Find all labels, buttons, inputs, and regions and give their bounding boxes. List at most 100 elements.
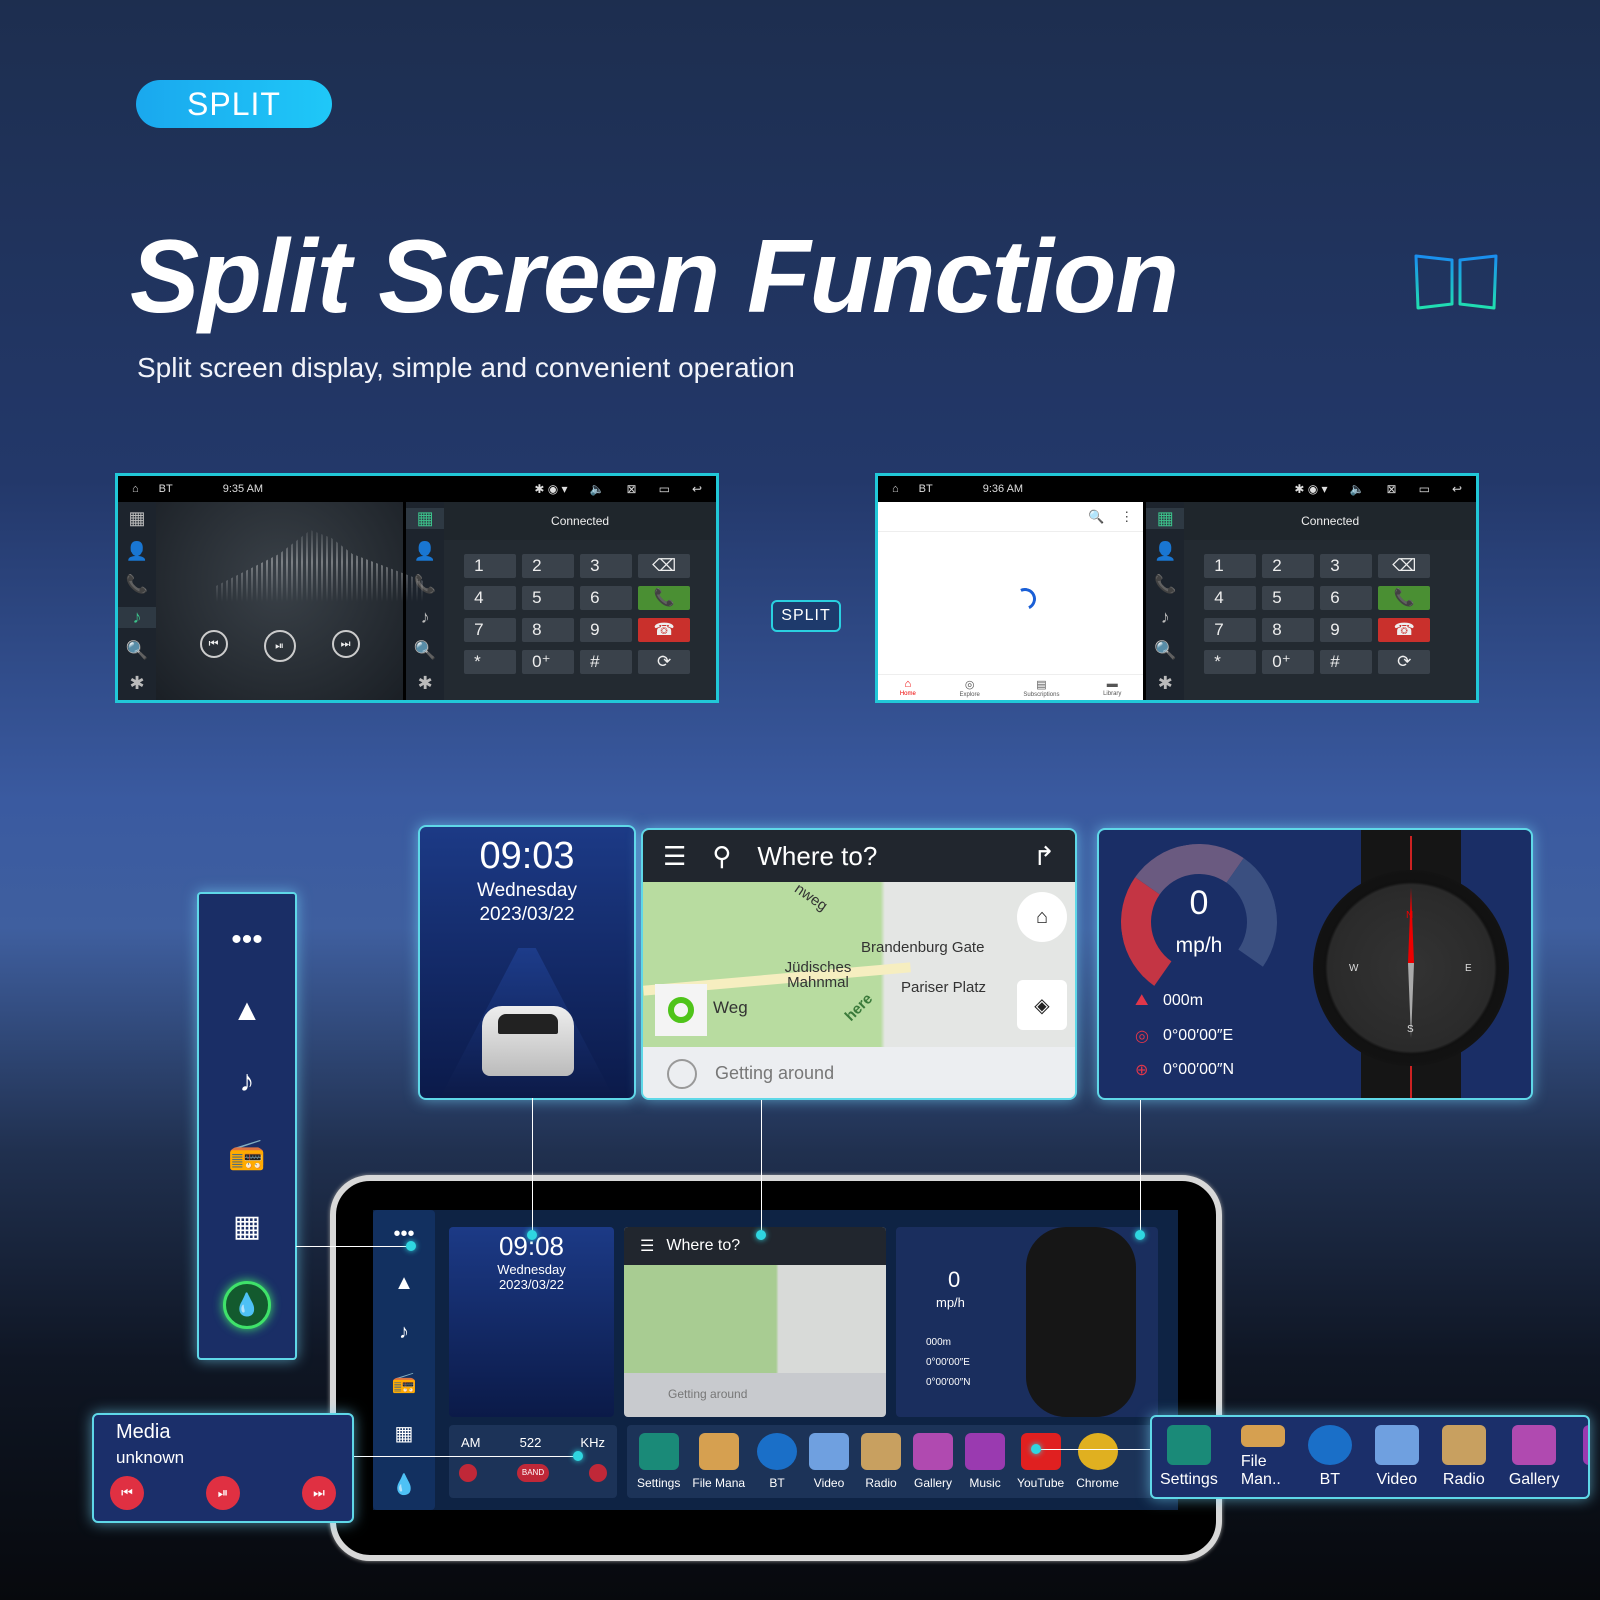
app-file-manager[interactable]: File Man.. <box>1240 1425 1285 1489</box>
key-3[interactable]: 3 <box>1320 554 1373 578</box>
more-icon[interactable]: ••• <box>393 1223 415 1245</box>
close-app-icon[interactable]: ⊠ <box>626 482 637 496</box>
hangup-button[interactable]: ☎ <box>1378 618 1431 642</box>
backspace-button[interactable]: ⌫ <box>1378 554 1431 578</box>
close-app-icon[interactable]: ⊠ <box>1386 482 1397 496</box>
play-pause-button[interactable]: ⏯ <box>206 1476 240 1510</box>
app-bt[interactable]: BT <box>757 1433 798 1490</box>
app-music[interactable]: Mu <box>1582 1425 1588 1489</box>
back-icon[interactable]: ↩ <box>691 482 702 496</box>
getting-around-panel[interactable]: Getting around <box>643 1047 1075 1098</box>
music-icon[interactable]: ♪ <box>399 1321 409 1343</box>
key-star[interactable]: * <box>1204 650 1257 674</box>
key-9[interactable]: 9 <box>1320 618 1373 642</box>
call-log-icon[interactable]: 📞 <box>1154 574 1177 594</box>
volume-icon[interactable]: 🔈 <box>1349 482 1365 496</box>
key-8[interactable]: 8 <box>1262 618 1315 642</box>
hangup-button[interactable]: ☎ <box>638 618 691 642</box>
destination-search-input[interactable]: Where to? <box>666 1237 741 1254</box>
prev-track-button[interactable]: ⏮ <box>199 630 228 658</box>
destination-search-input[interactable]: Where to? <box>757 840 878 871</box>
app-gallery[interactable]: Gallery <box>1509 1425 1560 1489</box>
app-settings[interactable]: Settings <box>1160 1425 1218 1489</box>
tab-home[interactable]: ⌂Home <box>900 675 916 700</box>
media-widget[interactable]: Media unknown ⏮ ⏯ ⏭ <box>92 1413 354 1523</box>
mini-radio-widget[interactable]: AM 522 KHz BAND <box>449 1425 617 1498</box>
radio-next-button[interactable] <box>588 1464 607 1482</box>
map-view[interactable]: nweg Brandenburg Gate Jüdisches Mahnmal … <box>643 880 1075 1047</box>
tab-library[interactable]: ▬Library <box>1103 675 1121 700</box>
call-log-icon[interactable]: 📞 <box>125 574 149 594</box>
music-icon[interactable]: ♪ <box>118 607 156 628</box>
key-8[interactable]: 8 <box>522 618 575 642</box>
dialpad-icon[interactable]: ▦ <box>1146 508 1185 529</box>
key-4[interactable]: 4 <box>464 586 517 610</box>
bluetooth-icon[interactable]: ✱ <box>129 673 145 693</box>
key-5[interactable]: 5 <box>522 586 575 610</box>
call-log-icon[interactable]: 📞 <box>414 574 436 595</box>
layers-button[interactable]: ◈ <box>1017 980 1067 1030</box>
theme-drop-icon[interactable]: 💧 <box>391 1474 417 1496</box>
radio-icon[interactable]: 📻 <box>391 1372 417 1394</box>
prev-track-button[interactable]: ⏮ <box>110 1476 144 1510</box>
radio-prev-button[interactable] <box>459 1464 477 1482</box>
contacts-icon[interactable]: 👤 <box>125 541 149 561</box>
bluetooth-icon[interactable]: ✱ <box>417 673 433 693</box>
clock-widget[interactable]: 09:03 Wednesday 2023/03/22 <box>418 825 636 1100</box>
dialpad-icon[interactable]: ▦ <box>406 508 445 529</box>
app-youtube[interactable]: YouTube <box>1017 1433 1064 1490</box>
key-4[interactable]: 4 <box>1204 586 1257 610</box>
backspace-button[interactable]: ⌫ <box>638 554 691 578</box>
key-1[interactable]: 1 <box>1204 554 1257 578</box>
next-track-button[interactable]: ⏭ <box>331 630 360 658</box>
key-hash[interactable]: # <box>580 650 633 674</box>
theme-drop-icon[interactable]: 💧 <box>223 1281 271 1330</box>
switch-button[interactable]: ⟳ <box>638 650 691 674</box>
tab-subscriptions[interactable]: ▤Subscriptions <box>1023 675 1059 700</box>
app-file-manager[interactable]: File Mana <box>692 1433 745 1490</box>
key-7[interactable]: 7 <box>464 618 517 642</box>
music-icon[interactable]: ♪ <box>239 1065 255 1099</box>
apps-icon[interactable]: ▦ <box>232 1209 262 1243</box>
key-star[interactable]: * <box>464 650 517 674</box>
key-1[interactable]: 1 <box>464 554 517 578</box>
key-5[interactable]: 5 <box>1262 586 1315 610</box>
switch-button[interactable]: ⟳ <box>1378 650 1431 674</box>
contacts-icon[interactable]: 👤 <box>1154 541 1177 561</box>
recent-apps-icon[interactable]: ▭ <box>658 482 670 496</box>
app-music[interactable]: Music <box>965 1433 1006 1490</box>
next-track-button[interactable]: ⏭ <box>302 1476 336 1510</box>
key-hash[interactable]: # <box>1320 650 1373 674</box>
key-0[interactable]: 0⁺ <box>1262 650 1315 674</box>
app-chrome[interactable]: Chrome <box>1076 1433 1119 1490</box>
key-2[interactable]: 2 <box>522 554 575 578</box>
my-location-button[interactable] <box>655 984 707 1036</box>
key-6[interactable]: 6 <box>580 586 633 610</box>
directions-icon[interactable]: ↱ <box>1033 840 1055 871</box>
key-0[interactable]: 0⁺ <box>522 650 575 674</box>
mini-clock-widget[interactable]: 09:08 Wednesday 2023/03/22 <box>449 1227 614 1417</box>
call-button[interactable]: 📞 <box>1378 586 1431 610</box>
menu-icon[interactable]: ☰ <box>663 840 687 871</box>
music-icon[interactable]: ♪ <box>1160 607 1170 627</box>
apps-icon[interactable]: ▦ <box>394 1423 414 1445</box>
app-radio[interactable]: Radio <box>1441 1425 1486 1489</box>
navigation-icon[interactable]: ▲ <box>232 993 262 1027</box>
search-icon[interactable]: 🔍 <box>413 640 437 660</box>
tab-explore[interactable]: ◎Explore <box>959 675 979 700</box>
radio-icon[interactable]: 📻 <box>228 1137 266 1171</box>
search-icon[interactable]: 🔍 <box>1154 640 1177 660</box>
call-button[interactable]: 📞 <box>638 586 691 610</box>
key-6[interactable]: 6 <box>1320 586 1373 610</box>
menu-icon[interactable]: ☰ <box>640 1238 655 1255</box>
app-settings[interactable]: Settings <box>637 1433 680 1490</box>
search-icon[interactable]: 🔍 <box>125 640 149 660</box>
home-icon[interactable]: ⌂ <box>132 483 139 495</box>
search-icon[interactable]: 🔍 <box>1088 508 1105 524</box>
home-icon[interactable]: ⌂ <box>892 483 899 495</box>
volume-icon[interactable]: 🔈 <box>589 482 605 496</box>
music-icon[interactable]: ♪ <box>420 607 430 627</box>
map-view[interactable] <box>624 1265 886 1373</box>
key-9[interactable]: 9 <box>580 618 633 642</box>
app-video[interactable]: Video <box>1374 1425 1419 1489</box>
